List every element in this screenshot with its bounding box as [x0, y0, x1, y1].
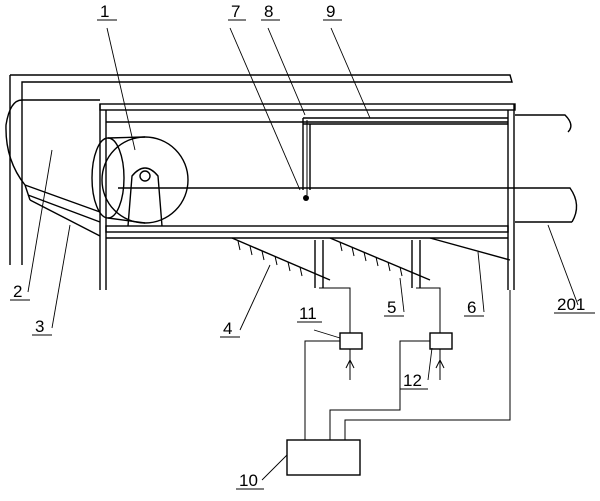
- drive-roller: [91, 136, 189, 227]
- label-1: 1: [100, 2, 109, 21]
- labels: 1 7 8 9 2 3 4 5 6 201 11 12 10: [13, 2, 585, 490]
- lower-hopper: [231, 237, 511, 288]
- valve-12: [429, 332, 453, 350]
- sensor-rail: [302, 117, 508, 201]
- main-conveyor-belt: [5, 99, 578, 223]
- leader-lines: [27, 27, 579, 481]
- label-10: 10: [239, 471, 258, 490]
- label-3: 3: [35, 317, 44, 336]
- label-7: 7: [231, 2, 240, 21]
- hopper-teeth: [237, 240, 403, 277]
- probe-tip: [303, 195, 309, 201]
- outer-housing: [9, 74, 513, 265]
- label-5: 5: [387, 298, 396, 317]
- label-6: 6: [467, 298, 476, 317]
- label-201: 201: [557, 295, 585, 314]
- control-box-10: [286, 439, 361, 476]
- label-12: 12: [403, 371, 422, 390]
- label-9: 9: [326, 2, 335, 21]
- control-circuit: [286, 287, 511, 476]
- label-8: 8: [264, 2, 273, 21]
- valve-11: [339, 332, 363, 350]
- label-2: 2: [13, 282, 22, 301]
- label-4: 4: [223, 319, 232, 338]
- inclined-chute: [24, 184, 101, 237]
- label-underlines: [10, 19, 595, 490]
- label-11: 11: [299, 304, 317, 323]
